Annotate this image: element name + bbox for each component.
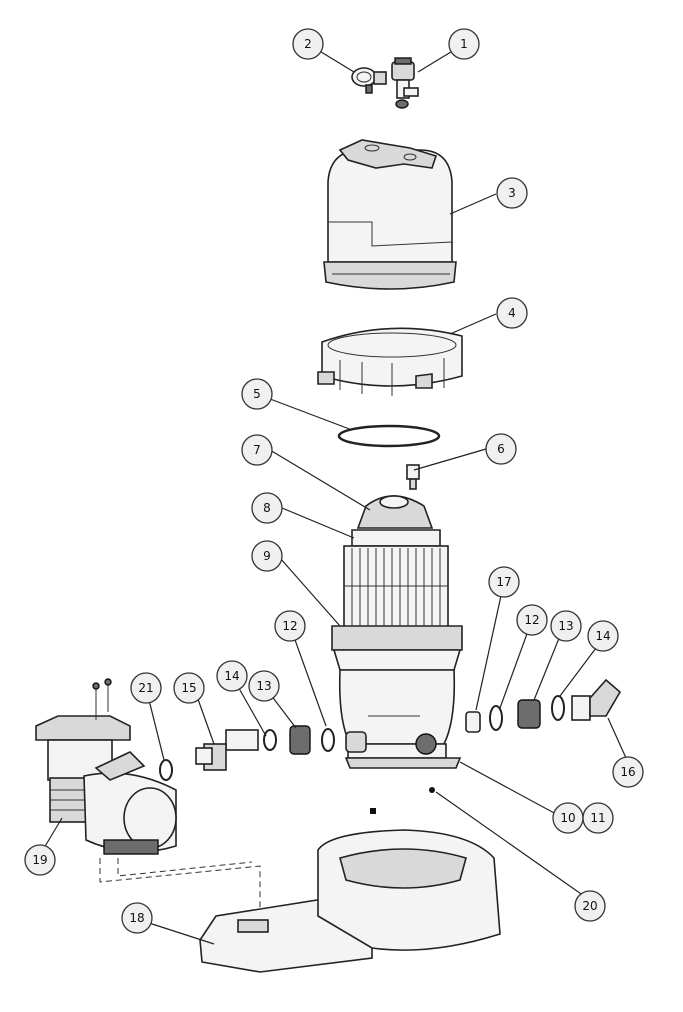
callout-14-right: 14 [587, 620, 619, 652]
callout-10: 10 [552, 802, 584, 834]
callout-5: 5 [241, 378, 273, 410]
callout-label: 12 [282, 619, 297, 633]
part-base [199, 808, 501, 973]
callout-16: 16 [612, 756, 644, 788]
part-air-relief-valve [391, 57, 419, 109]
callout-label: 11 [590, 811, 605, 825]
part-clamp [351, 67, 387, 94]
callout-label: 19 [32, 853, 47, 867]
callout-6: 6 [485, 433, 517, 465]
callout-2: 2 [292, 28, 324, 60]
part-left-plumbing [159, 725, 335, 781]
callout-1: 1 [448, 28, 480, 60]
callout-3: 3 [496, 177, 528, 209]
callout-19: 19 [24, 844, 56, 876]
callout-label: 4 [508, 306, 516, 320]
callout-13-right: 13 [550, 610, 582, 642]
part-filter-tank [331, 625, 463, 769]
part-small-fitting [406, 464, 420, 490]
callout-7: 7 [241, 434, 273, 466]
callout-8: 8 [251, 492, 283, 524]
callout-label: 20 [582, 899, 597, 913]
callout-label: 6 [497, 442, 505, 456]
part-lock-ring [317, 327, 463, 396]
part-o-ring-large [337, 424, 441, 448]
callout-label: 10 [560, 811, 575, 825]
callout-20: 20 [574, 890, 606, 922]
callout-label: 7 [253, 443, 261, 457]
callout-9: 9 [251, 540, 283, 572]
part-cartridge-element [343, 495, 449, 629]
callout-11: 11 [582, 802, 614, 834]
part-filter-lid [323, 139, 457, 290]
callout-12-left: 12 [274, 610, 306, 642]
callout-label: 15 [181, 681, 196, 695]
callout-label: 13 [256, 679, 271, 693]
callout-17: 17 [488, 566, 520, 598]
callout-label: 14 [595, 629, 610, 643]
callout-14-left: 14 [216, 660, 248, 692]
part-drain-screw [429, 787, 435, 793]
callout-21: 21 [130, 672, 162, 704]
callout-label: 21 [138, 681, 153, 695]
callout-label: 8 [263, 501, 271, 515]
callout-15: 15 [173, 672, 205, 704]
callout-label: 16 [620, 765, 635, 779]
callout-label: 2 [304, 37, 312, 51]
callout-label: 18 [129, 911, 144, 925]
callout-12-right: 12 [516, 604, 548, 636]
callout-label: 5 [253, 387, 261, 401]
part-right-plumbing [465, 678, 622, 733]
callout-label: 1 [460, 37, 468, 51]
part-pump [35, 678, 177, 855]
dashed-guide-lines [99, 858, 261, 926]
callout-18: 18 [121, 902, 153, 934]
callout-label: 3 [508, 186, 516, 200]
callout-label: 12 [524, 613, 539, 627]
callout-label: 14 [224, 669, 239, 683]
callout-label: 13 [558, 619, 573, 633]
callout-4: 4 [496, 297, 528, 329]
callout-13-left: 13 [248, 670, 280, 702]
callout-label: 9 [263, 549, 271, 563]
callout-label: 17 [496, 575, 511, 589]
